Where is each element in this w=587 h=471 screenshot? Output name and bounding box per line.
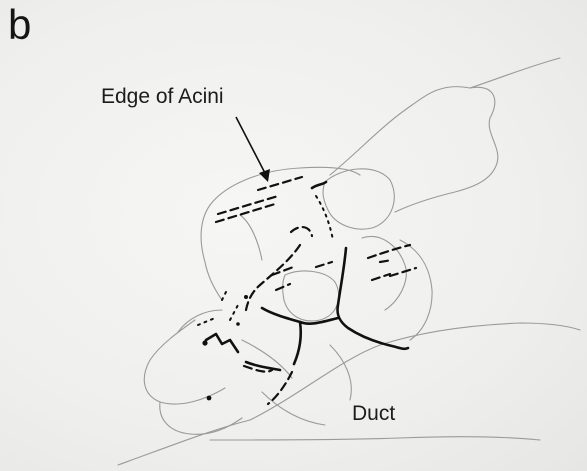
outline-acinus-mid-1 (240, 215, 262, 260)
dotted-canaliculus-3 (230, 305, 238, 320)
outline-acinus-lower-mid (242, 340, 292, 378)
outline-far-left-acinus (178, 310, 222, 332)
outline-acinus-round-1 (323, 169, 394, 229)
solid-canaliculus-zigzag (206, 334, 238, 352)
dashed-canaliculus-7 (390, 268, 416, 276)
canaliculus-dots (202, 295, 248, 400)
dashed-canaliculus-4 (291, 227, 312, 236)
outline-acinus-right-2 (400, 240, 432, 340)
dot-2 (207, 396, 212, 401)
outline-long-fiber (470, 58, 560, 88)
dotted-canaliculus-2 (222, 292, 226, 300)
dashed-canaliculi (216, 177, 416, 404)
outline-acinus-left-mid (201, 205, 222, 300)
duct-label: Duct (352, 402, 395, 426)
dotted-canaliculi (198, 196, 333, 325)
outline-acinus-lower-left-2 (160, 402, 242, 434)
dashed-canaliculus-1 (258, 177, 302, 190)
outline-acinus-top-right (330, 87, 498, 212)
solid-canaliculus-down (294, 322, 301, 364)
solid-canaliculi (206, 182, 408, 370)
acini-edge-label: Edge of Acini (101, 85, 224, 109)
dashed-canaliculus-8 (372, 274, 390, 280)
outline-acinus-center-round (283, 271, 339, 321)
dot-1 (202, 340, 207, 345)
dot-4 (236, 322, 240, 326)
outline-acinus-lower-left (144, 320, 225, 404)
outline-lobule-bottom-edge (118, 420, 250, 465)
outline-acinus-upper-left (210, 167, 360, 205)
panel-letter: b (8, 4, 31, 46)
dot-3 (244, 295, 248, 299)
dashed-canaliculus-5 (368, 245, 410, 258)
outline-duct-wall-lower (210, 437, 540, 440)
dotted-canaliculus-4 (198, 318, 215, 325)
dashed-canaliculus-9 (246, 245, 300, 310)
dashed-canaliculus-11 (316, 262, 332, 267)
dashed-canaliculus-10 (272, 266, 296, 275)
acini-edge-arrow (236, 117, 270, 182)
dashed-canaliculus-14 (268, 372, 292, 404)
dashed-canaliculus-6 (380, 260, 392, 262)
acinar-cell-outlines (118, 58, 580, 465)
outline-acinus-lower-right (330, 345, 351, 400)
